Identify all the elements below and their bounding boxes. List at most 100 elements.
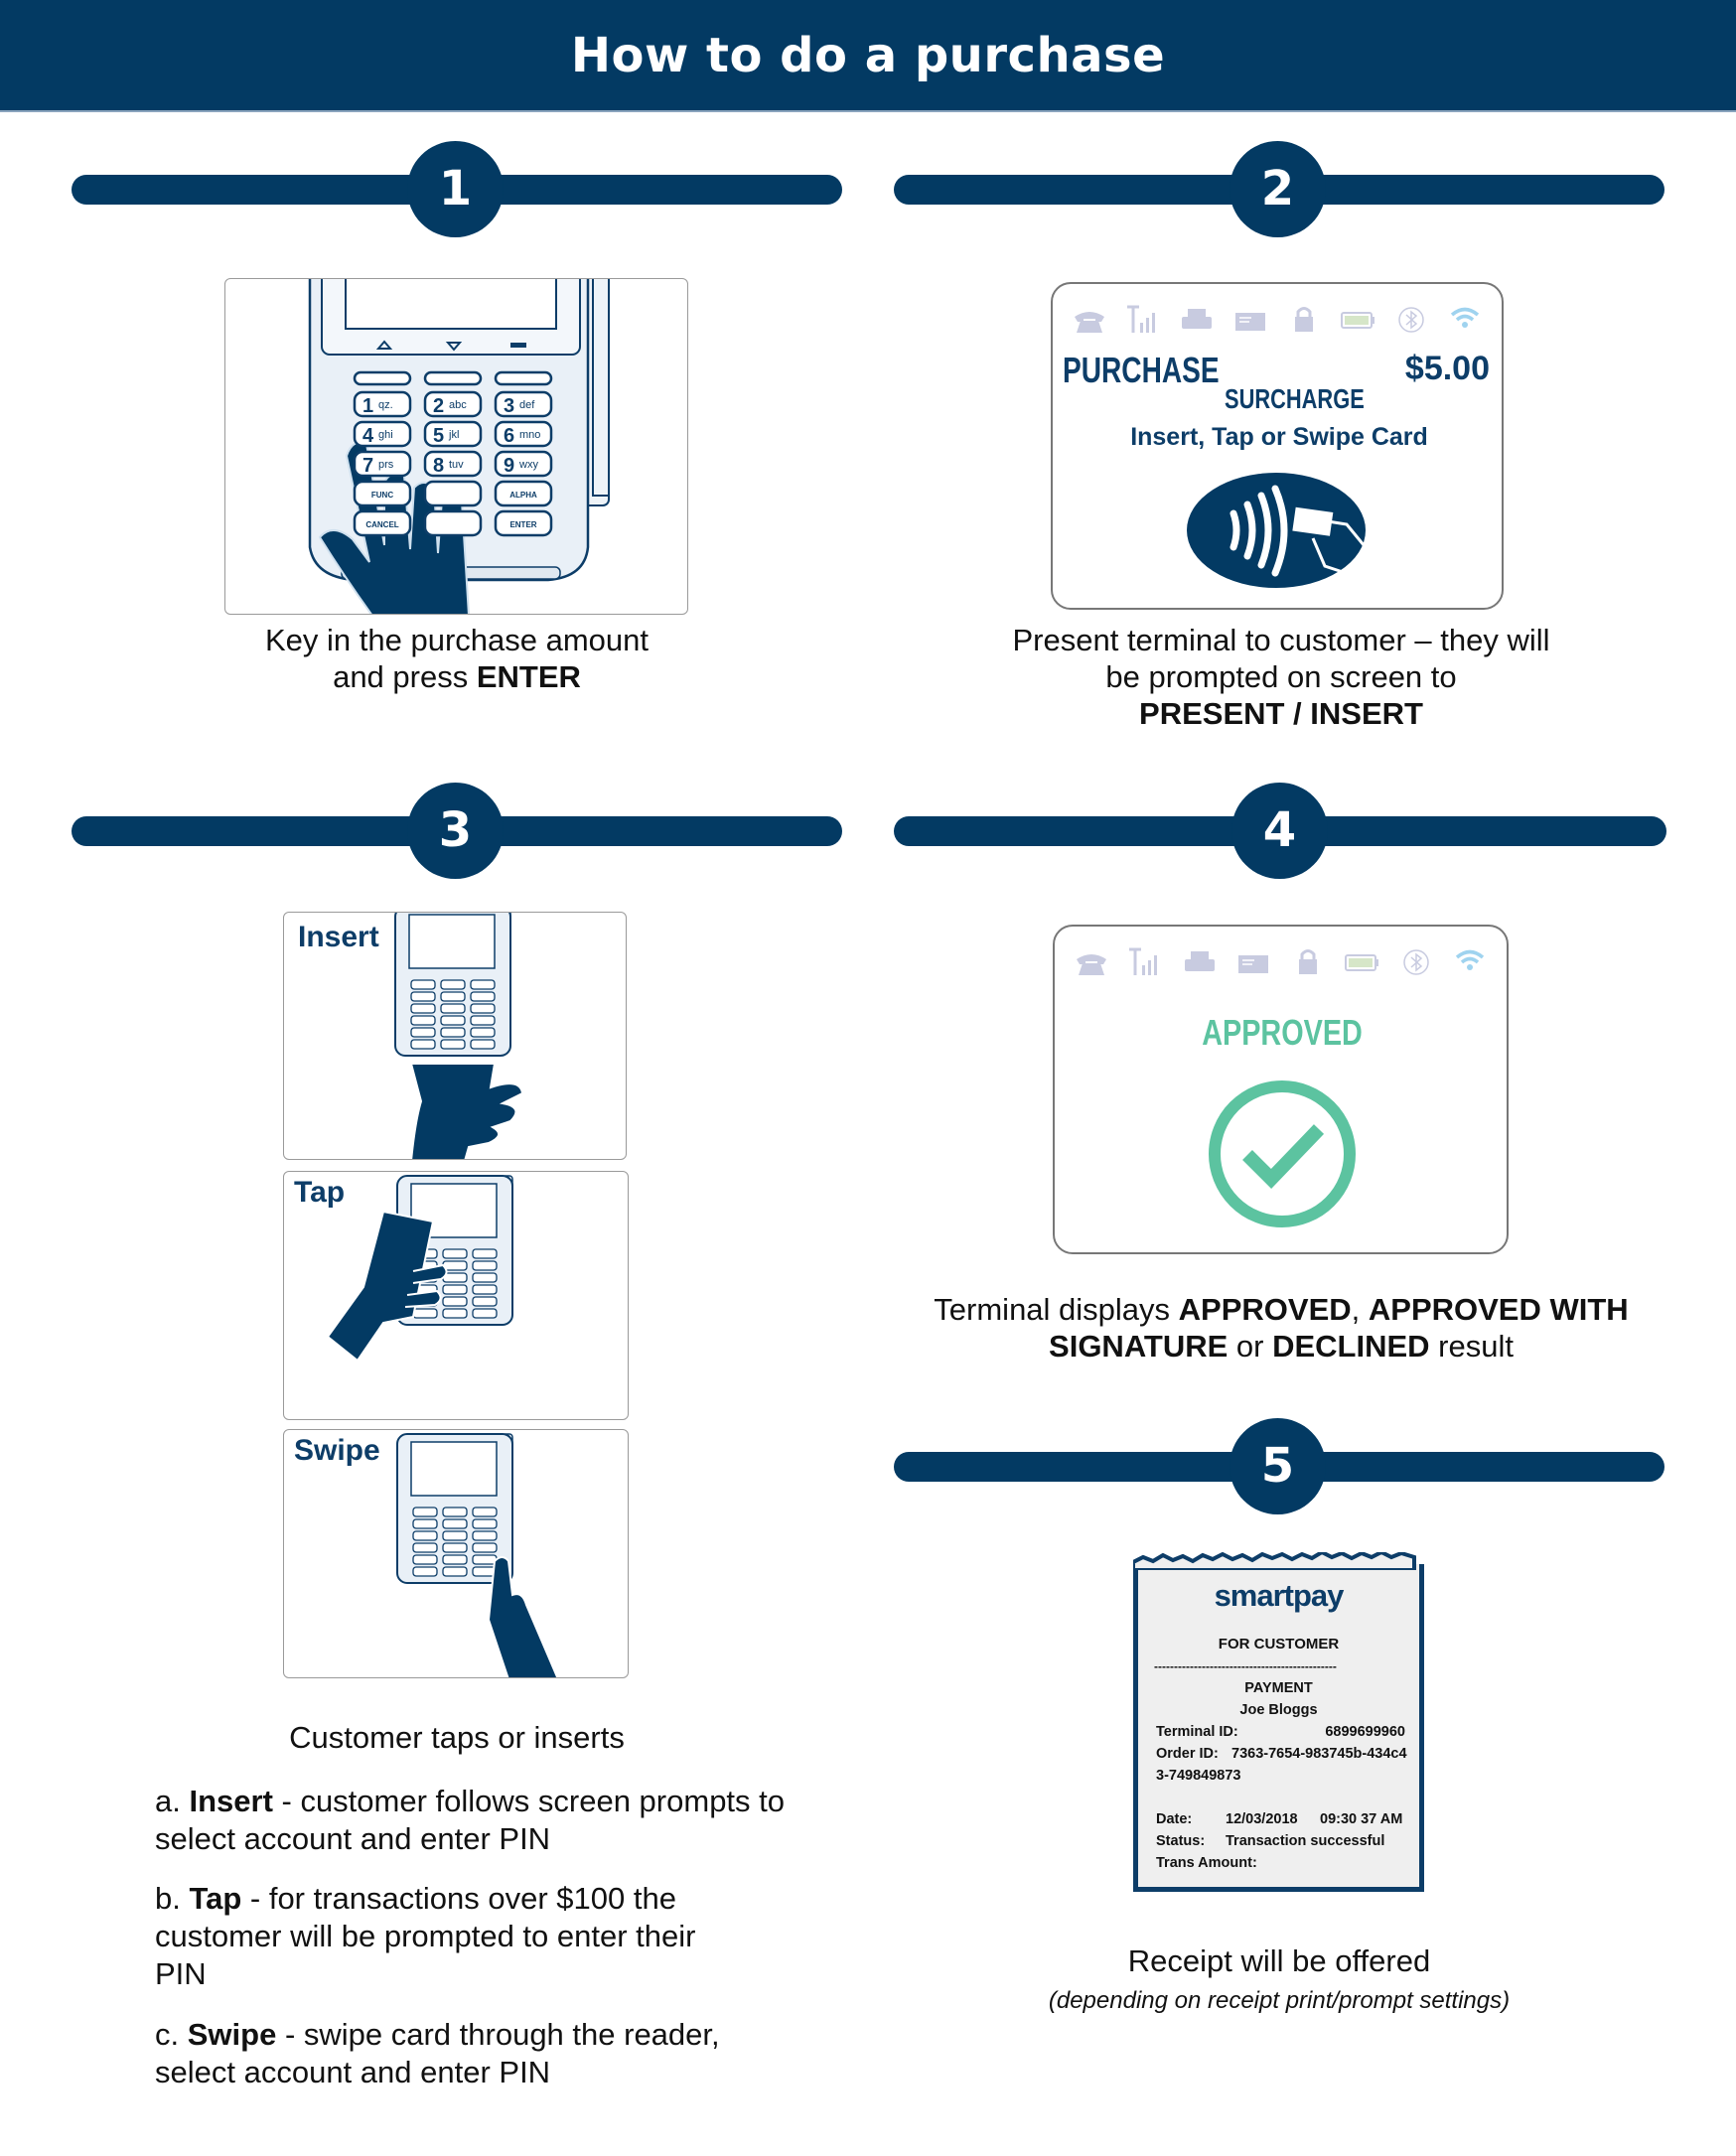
screen-title: PURCHASE bbox=[1063, 350, 1220, 390]
keypad-key: 1 qz. bbox=[353, 390, 412, 418]
approved-status: APPROVED bbox=[1202, 1012, 1364, 1053]
svg-text:ENTER: ENTER bbox=[509, 520, 536, 529]
step-2-number: 2 bbox=[1230, 141, 1326, 237]
order-id-label: Order ID: bbox=[1156, 1746, 1219, 1762]
keypad-key: 2 abc bbox=[423, 390, 483, 418]
receipt-divider: ----------------------------------------… bbox=[1154, 1659, 1337, 1673]
caption-text: and press bbox=[333, 659, 477, 694]
caption-bold: ENTER bbox=[476, 659, 581, 694]
svg-text:9: 9 bbox=[504, 455, 514, 477]
terminal-icon bbox=[396, 1433, 513, 1584]
step-4-caption: Terminal displays APPROVED, APPROVED WIT… bbox=[934, 1292, 1629, 1364]
step-5-number: 5 bbox=[1230, 1418, 1326, 1514]
step-5-subcaption: (depending on receipt print/prompt setti… bbox=[1048, 1987, 1511, 2014]
bluetooth-icon bbox=[1392, 303, 1430, 335]
receipt-type: PAYMENT bbox=[1244, 1680, 1313, 1696]
status-value: Transaction successful bbox=[1226, 1833, 1385, 1849]
step-1-caption-line1: Key in the purchase amount bbox=[264, 623, 650, 657]
svg-text:6: 6 bbox=[504, 425, 514, 447]
step-2-caption-line2: be prompted on screen to bbox=[1105, 659, 1457, 694]
step-2-caption-line1: Present terminal to customer – they will bbox=[1012, 623, 1550, 657]
svg-text:qz.: qz. bbox=[378, 399, 393, 411]
swipe-panel: Swipe bbox=[283, 1429, 629, 1678]
bluetooth-icon bbox=[1397, 945, 1435, 977]
terminal-screen-approved: APPROVED bbox=[1053, 925, 1509, 1254]
svg-text:FUNC: FUNC bbox=[371, 491, 393, 500]
svg-text:jkl: jkl bbox=[448, 429, 459, 441]
svg-text:7: 7 bbox=[362, 455, 373, 477]
lock-icon bbox=[1285, 303, 1323, 335]
status-icons-bar bbox=[1071, 302, 1484, 336]
signal-icon bbox=[1124, 303, 1162, 335]
date-value: 12/03/2018 bbox=[1226, 1811, 1298, 1827]
phone-icon bbox=[1073, 945, 1110, 977]
contactless-icon bbox=[1187, 473, 1384, 588]
step-4-number: 4 bbox=[1231, 783, 1328, 879]
phone-icon bbox=[1071, 303, 1108, 335]
svg-text:8: 8 bbox=[433, 455, 444, 477]
keypad-key: ENTER bbox=[494, 509, 553, 537]
svg-text:ALPHA: ALPHA bbox=[509, 491, 537, 500]
order-id-value-cont: 3-749849873 bbox=[1156, 1768, 1241, 1784]
receipt: smartpay FOR CUSTOMER ------------------… bbox=[1133, 1552, 1424, 1892]
svg-text:def: def bbox=[519, 399, 535, 411]
terminal-id-value: 6899699960 bbox=[1325, 1724, 1405, 1740]
wifi-icon bbox=[1451, 945, 1489, 977]
order-id-value: 7363-7654-983745b-434c4 bbox=[1231, 1746, 1407, 1762]
step-1-caption-line2: and press ENTER bbox=[159, 658, 755, 695]
svg-text:2: 2 bbox=[433, 395, 444, 417]
card-icon bbox=[1234, 945, 1272, 977]
svg-text:3: 3 bbox=[504, 395, 514, 417]
smartpay-logo: smartpay bbox=[1214, 1578, 1345, 1613]
svg-text:tuv: tuv bbox=[449, 459, 464, 471]
screen-surcharge: SURCHARGE bbox=[1225, 383, 1365, 414]
step-1-caption: Key in the purchase amount and press ENT… bbox=[159, 622, 755, 695]
svg-text:wxy: wxy bbox=[518, 459, 538, 471]
screen-prompt: Insert, Tap or Swipe Card bbox=[1130, 423, 1428, 451]
tap-panel: Tap bbox=[283, 1171, 629, 1420]
lock-icon bbox=[1289, 945, 1327, 977]
keypad-key: 9 wxy bbox=[494, 450, 553, 478]
svg-text:4: 4 bbox=[362, 425, 374, 447]
wifi-icon bbox=[1446, 303, 1484, 335]
keypad-key bbox=[423, 509, 483, 537]
step-3-number: 3 bbox=[407, 783, 504, 879]
step-3-item-swipe: c. Swipe - swipe card through the reader… bbox=[155, 2017, 720, 2089]
page-title: How to do a purchase bbox=[570, 28, 1166, 83]
signal-icon bbox=[1126, 945, 1164, 977]
trans-amount-label: Trans Amount: bbox=[1156, 1855, 1257, 1871]
keypad-key: ALPHA bbox=[494, 480, 553, 507]
receipt-name: Joe Bloggs bbox=[1239, 1702, 1318, 1718]
time-value: 09:30 37 AM bbox=[1320, 1811, 1403, 1827]
printer-icon bbox=[1178, 303, 1216, 335]
caption-bold: PRESENT / INSERT bbox=[1139, 696, 1423, 731]
keypad-key: FUNC bbox=[353, 480, 412, 507]
svg-text:CANCEL: CANCEL bbox=[365, 520, 398, 529]
page-header: How to do a purchase bbox=[0, 0, 1736, 112]
step-5-caption: Receipt will be offered bbox=[1127, 1943, 1431, 1978]
status-icons-bar bbox=[1073, 944, 1489, 978]
panel-label-insert: Insert bbox=[298, 921, 379, 953]
screen-amount: $5.00 bbox=[1404, 350, 1490, 387]
step-3-item-insert: a. Insert - customer follows screen prom… bbox=[155, 1784, 786, 1856]
svg-text:5: 5 bbox=[433, 425, 444, 447]
panel-label-tap: Tap bbox=[294, 1176, 346, 1209]
svg-text:1: 1 bbox=[362, 395, 373, 417]
battery-icon bbox=[1343, 945, 1380, 977]
date-label: Date: bbox=[1156, 1811, 1193, 1827]
card-icon bbox=[1231, 303, 1269, 335]
insert-panel: Insert bbox=[283, 912, 627, 1160]
svg-text:abc: abc bbox=[449, 399, 467, 411]
keypad-key bbox=[423, 480, 483, 507]
keypad-key: CANCEL bbox=[353, 509, 412, 537]
terminal-icon bbox=[394, 913, 511, 1057]
step-1-number: 1 bbox=[407, 141, 504, 237]
step-2-caption: Present terminal to customer – they will… bbox=[953, 622, 1609, 732]
printer-icon bbox=[1181, 945, 1219, 977]
battery-icon bbox=[1339, 303, 1376, 335]
check-circle-icon bbox=[1209, 1080, 1356, 1227]
step-3-item-tap: b. Tap - for transactions over $100 the … bbox=[155, 1881, 696, 1991]
